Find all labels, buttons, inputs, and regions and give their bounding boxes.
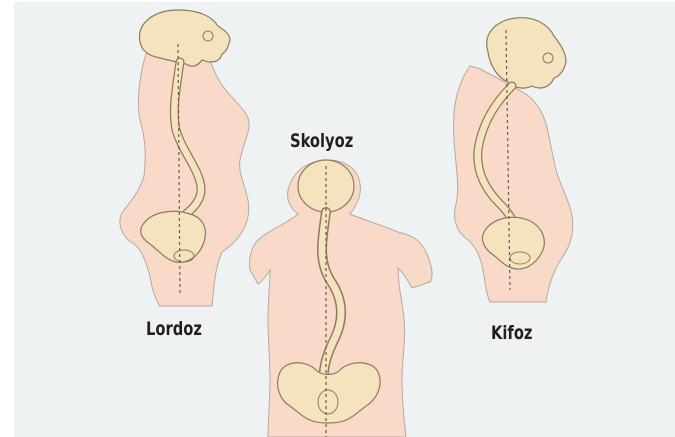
kifoz-figure — [454, 18, 573, 302]
kifoz-label: Kifoz — [491, 322, 532, 344]
kifoz-skull — [487, 18, 566, 88]
lordoz-figure — [120, 10, 249, 306]
lordoz-label: Lordoz — [146, 318, 202, 340]
lordoz-body-silhouette — [120, 48, 249, 306]
skolyoz-figure — [249, 160, 432, 437]
skolyoz-label: Skolyoz — [290, 130, 353, 152]
